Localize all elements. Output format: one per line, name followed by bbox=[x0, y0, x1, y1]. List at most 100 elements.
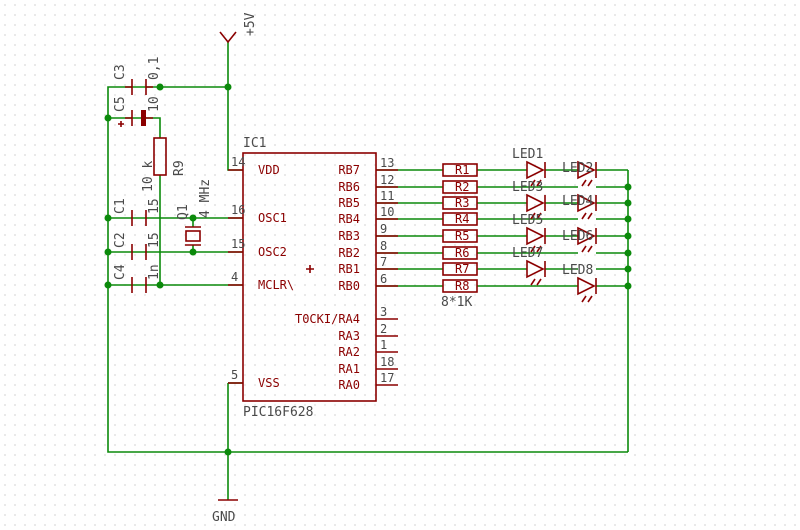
resistor-element bbox=[442, 229, 478, 243]
svg-text:R9: R9 bbox=[172, 160, 187, 176]
capacitor-c4: C4 1n bbox=[113, 264, 162, 293]
ic-pin-label: MCLR\ bbox=[258, 278, 294, 292]
junction-dots bbox=[104, 83, 632, 456]
ic-pin-label: RB7 bbox=[338, 163, 360, 177]
resistor-element bbox=[442, 246, 478, 260]
ic-pin-label: T0CKI/RA4 bbox=[295, 312, 360, 326]
ic-pin-number: 17 bbox=[380, 371, 394, 385]
resistor-label: R2 bbox=[455, 180, 469, 194]
ic-pin-label: RB6 bbox=[338, 180, 360, 194]
resistor-element bbox=[442, 180, 478, 194]
ic-pin-label: RB5 bbox=[338, 196, 360, 210]
resistor-label: R4 bbox=[455, 212, 469, 226]
ic-pin-number: 12 bbox=[380, 173, 394, 187]
resistor-label: R7 bbox=[455, 262, 469, 276]
svg-text:C4: C4 bbox=[113, 264, 128, 280]
led-3: LED3 bbox=[512, 180, 546, 220]
gnd-symbol: GND bbox=[212, 499, 238, 525]
ic-pin-label: RB1 bbox=[338, 262, 360, 276]
ic-pin-label: RB2 bbox=[338, 246, 360, 260]
wires bbox=[107, 42, 629, 500]
resistor-label: R3 bbox=[455, 196, 469, 210]
ic-pin-number: 18 bbox=[380, 355, 394, 369]
led-label: LED2 bbox=[562, 161, 593, 176]
svg-text:C5: C5 bbox=[113, 96, 128, 112]
ic-pin-label: RA1 bbox=[338, 362, 360, 376]
resistor-element bbox=[442, 212, 478, 226]
led-label: LED5 bbox=[512, 213, 543, 228]
ic-pin-number: 6 bbox=[380, 272, 387, 286]
ic-pin-label: OSC1 bbox=[258, 211, 287, 225]
resistor-element bbox=[442, 163, 478, 177]
ic-pin-number: 10 bbox=[380, 205, 394, 219]
led-2: LED2 bbox=[562, 160, 597, 187]
ic-pin-number: 16 bbox=[231, 203, 245, 217]
led-label: LED8 bbox=[562, 263, 593, 278]
led-label: LED7 bbox=[512, 246, 543, 261]
led-label: LED6 bbox=[562, 229, 593, 244]
ic-pin-number: 4 bbox=[231, 270, 238, 284]
led-label: LED4 bbox=[562, 194, 593, 209]
svg-text:C3: C3 bbox=[113, 64, 128, 80]
capacitor-c3: C3 0,1 bbox=[113, 57, 162, 95]
led-4: LED4 bbox=[562, 193, 597, 220]
ic-pin-number: 5 bbox=[231, 368, 238, 382]
led-5: LED5 bbox=[512, 213, 546, 253]
ic-pin-label: RA3 bbox=[338, 329, 360, 343]
svg-text:1n: 1n bbox=[147, 264, 162, 280]
ic-pic16f628: IC1 PIC16F628 VDD14OSC116OSC215MCLR\4VSS… bbox=[228, 136, 398, 420]
led-7: LED7 bbox=[512, 246, 546, 286]
led-label: LED3 bbox=[512, 180, 543, 195]
ic-pin-label: RA0 bbox=[338, 378, 360, 392]
ic-pin-number: 9 bbox=[380, 222, 387, 236]
resistor-array-value: 8*1K bbox=[441, 295, 472, 310]
svg-text:0,1: 0,1 bbox=[147, 57, 162, 80]
vcc-symbol: +5V bbox=[219, 12, 258, 44]
ic-pin-label: OSC2 bbox=[258, 245, 287, 259]
led-label: LED1 bbox=[512, 147, 543, 162]
ic-pin-number: 14 bbox=[231, 155, 245, 169]
resistor-label: R6 bbox=[455, 246, 469, 260]
ic-pin-number: 15 bbox=[231, 237, 245, 251]
ic-pin-number: 8 bbox=[380, 239, 387, 253]
capacitor-c5: C5 10 bbox=[113, 96, 162, 127]
svg-text:15: 15 bbox=[147, 198, 162, 214]
resistor-label: R1 bbox=[455, 163, 469, 177]
svg-text:C2: C2 bbox=[113, 232, 128, 248]
svg-text:10: 10 bbox=[147, 96, 162, 112]
ic-pin-number: 7 bbox=[380, 255, 387, 269]
ic-pin-number: 1 bbox=[380, 338, 387, 352]
capacitor-c2: C2 15 bbox=[113, 232, 162, 260]
ic-pin-number: 13 bbox=[380, 156, 394, 170]
resistor-label: R8 bbox=[455, 279, 469, 293]
resistor-element bbox=[442, 196, 478, 210]
ic-pin-label: RA2 bbox=[338, 345, 360, 359]
svg-text:15: 15 bbox=[147, 232, 162, 248]
ic-pin-label: RB4 bbox=[338, 212, 360, 226]
led-8: LED8 bbox=[562, 263, 597, 303]
resistor-element bbox=[442, 262, 478, 276]
ic-name: IC1 bbox=[243, 136, 266, 151]
svg-text:4 MHz: 4 MHz bbox=[198, 179, 213, 218]
gnd-label: GND bbox=[212, 510, 236, 525]
resistor-element bbox=[442, 279, 478, 293]
resistor-label: R5 bbox=[455, 229, 469, 243]
resistor-r9: R9 10 k bbox=[141, 137, 187, 192]
vcc-label: +5V bbox=[243, 12, 258, 36]
svg-text:C1: C1 bbox=[113, 198, 128, 214]
ic-part-number: PIC16F628 bbox=[243, 405, 313, 420]
ic-pin-label: RB0 bbox=[338, 279, 360, 293]
ic-pin-number: 11 bbox=[380, 189, 394, 203]
capacitor-c1: C1 15 bbox=[113, 198, 162, 226]
led-6: LED6 bbox=[562, 226, 597, 253]
crystal-q1: Q1 4 MHz bbox=[176, 179, 213, 246]
svg-text:10 k: 10 k bbox=[141, 161, 156, 192]
ic-pin-label: VDD bbox=[258, 163, 280, 177]
ic-pin-number: 2 bbox=[380, 322, 387, 336]
svg-text:Q1: Q1 bbox=[176, 204, 191, 220]
ic-pin-label: VSS bbox=[258, 376, 280, 390]
led-1: LED1 bbox=[512, 147, 546, 187]
